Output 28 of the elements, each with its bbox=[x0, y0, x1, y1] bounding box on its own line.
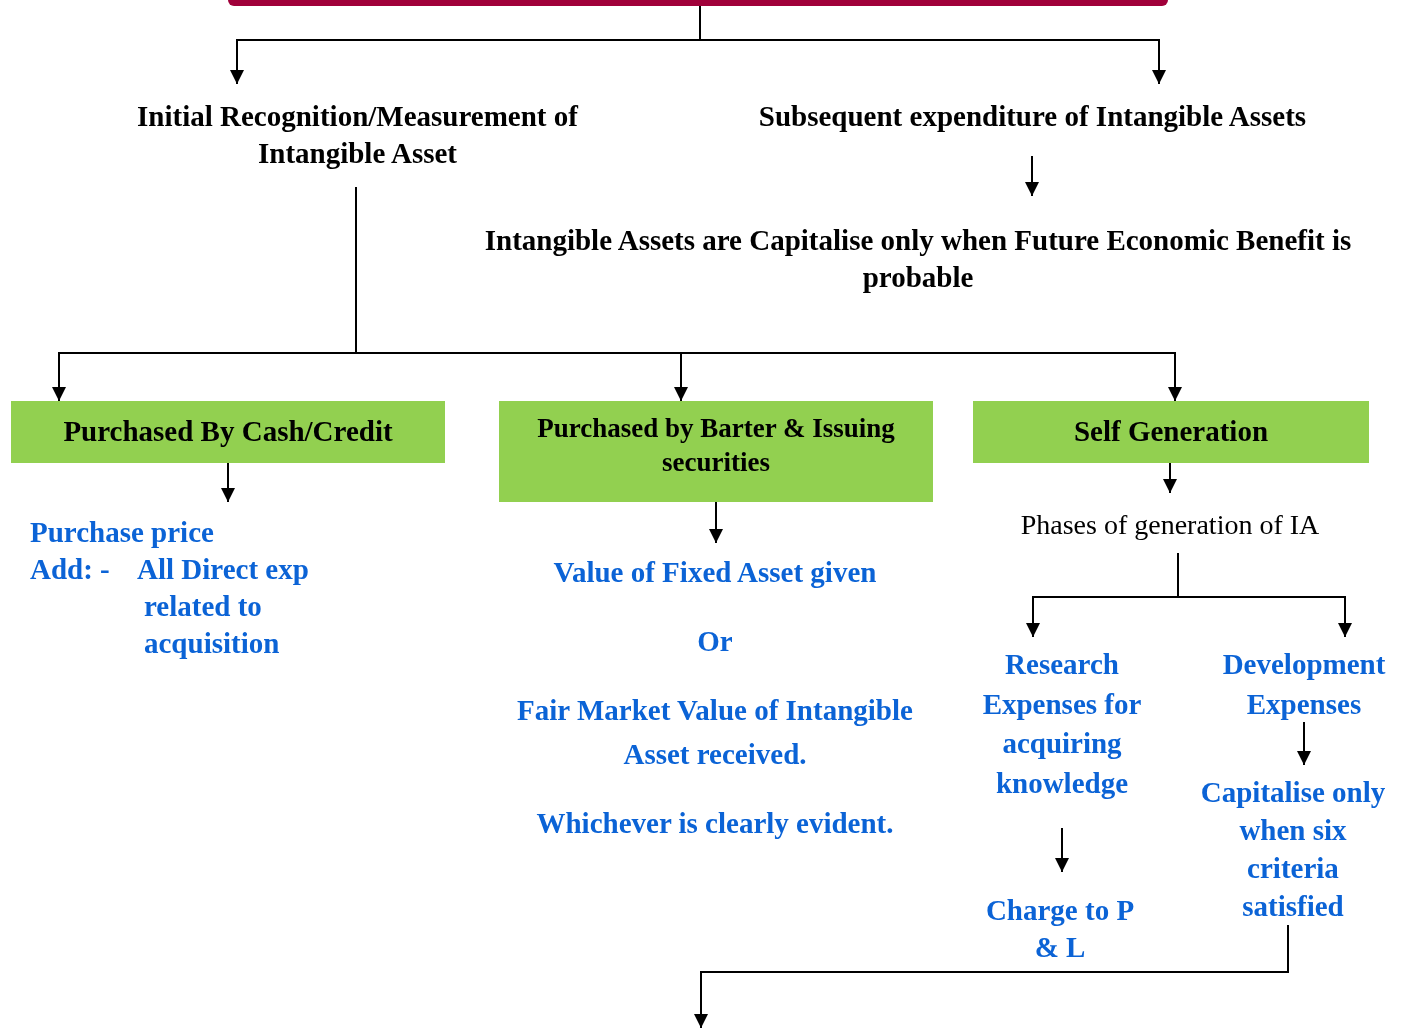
arrow bbox=[355, 186, 1182, 402]
heading-text: Subsequent expenditure of Intangible Assets bbox=[700, 84, 1365, 156]
value-text: Whichever is clearly evident. bbox=[536, 806, 894, 841]
heading-text: Initial Recognition/Measurement of Intangible Asset bbox=[80, 84, 635, 187]
arrow bbox=[699, 5, 1166, 85]
cost-item: Purchase price bbox=[30, 515, 214, 550]
arrow bbox=[694, 924, 1289, 1028]
category-box: Purchased By Cash/Credit bbox=[11, 401, 445, 463]
expense-text: Development Expenses bbox=[1200, 637, 1408, 722]
category-box: Purchased by Barter & Issuing securities bbox=[499, 401, 933, 502]
arrow bbox=[709, 501, 723, 544]
phase-text: Phases of generation of IA bbox=[975, 493, 1365, 553]
treatment-text: Capitalise only when six criteria satisfied bbox=[1196, 765, 1390, 925]
value-text: Value of Fixed Asset given bbox=[553, 555, 877, 590]
arrow bbox=[1163, 462, 1177, 494]
connector-word: Or bbox=[697, 624, 733, 659]
header-bar bbox=[228, 0, 1168, 6]
value-text: Fair Market Value of Intangible Asset received. bbox=[516, 693, 914, 772]
arrow bbox=[1297, 721, 1311, 766]
rule-text: Intangible Assets are Capitalise only when Future Economic Benefit is probable bbox=[478, 196, 1358, 300]
arrow bbox=[1055, 827, 1069, 873]
expense-text: Research Expenses for acquiring knowledge bbox=[962, 637, 1162, 828]
treatment-text: Charge to P & L bbox=[985, 872, 1135, 965]
arrow bbox=[221, 462, 235, 503]
cost-item: All Direct exp related to acquisition bbox=[137, 552, 310, 661]
arrow bbox=[1025, 155, 1039, 197]
add-label: Add: - bbox=[30, 552, 110, 587]
category-box: Self Generation bbox=[973, 401, 1369, 463]
